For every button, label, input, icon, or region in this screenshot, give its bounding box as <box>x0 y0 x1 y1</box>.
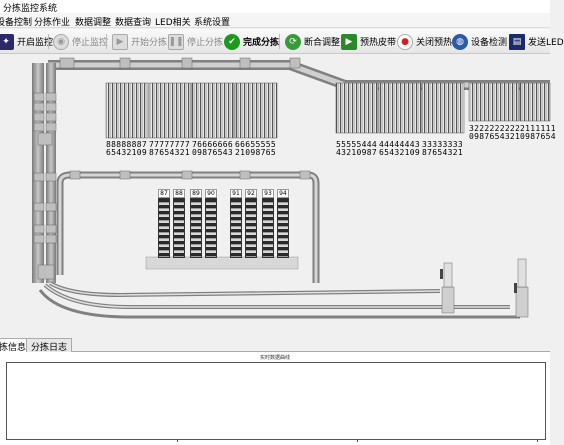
preheat-belt-button[interactable]: ▶ 预热皮带 <box>341 32 396 51</box>
menu-device-control[interactable]: 设备控制 <box>0 18 33 28</box>
sorter-tower-2 <box>514 258 529 318</box>
menu-sorting-job[interactable]: 分拣作业 <box>34 18 71 28</box>
device-check-label: 设备检测 <box>471 38 508 48</box>
stop-monitor-label: 停止监控 <box>72 38 109 48</box>
menu-led[interactable]: LED相关 <box>155 18 191 28</box>
stop-preheat-label: 关闭预热 <box>416 38 453 48</box>
send-led-label: 发送LED <box>528 38 564 48</box>
slot-93[interactable]: 93 <box>262 189 274 258</box>
start-monitor-label: 开启监控 <box>17 38 54 48</box>
finish-sorting-button[interactable]: ✔ 完成分拣 <box>224 32 279 51</box>
start-sorting-label: 开始分拣 <box>131 38 168 48</box>
stop-sorting-button[interactable]: ❚❚ 停止分拣 <box>168 32 223 51</box>
adjust-button[interactable]: ⟳ 断合调整 <box>285 32 340 51</box>
title-bar: 分拣监控系统 <box>0 0 550 14</box>
slot-group: 87 88 89 90 91 92 93 94 <box>158 189 290 259</box>
globe-icon: ◍ <box>452 33 468 50</box>
x-tick <box>537 439 538 442</box>
slot-90[interactable]: 90 <box>205 189 217 258</box>
slot-88[interactable]: 88 <box>173 189 185 258</box>
pause-icon: ❚❚ <box>168 33 184 50</box>
x-tick <box>357 439 358 442</box>
tab-sorting-log[interactable]: 分拣日志 <box>26 338 73 353</box>
menu-system-settings[interactable]: 系统设置 <box>194 18 231 28</box>
toolbar: ✦ 开启监控 ◉ 停止监控 ▶ 开始分拣 ❚❚ 停止分拣 ✔ 完成分拣 ⟳ 断合… <box>0 29 564 54</box>
menu-bar: 设备控制 分拣作业 数据调整 数据查询 LED相关 系统设置 <box>0 13 550 28</box>
slot-94[interactable]: 94 <box>277 189 289 258</box>
window-title: 分拣监控系统 <box>3 4 58 14</box>
send-led-button[interactable]: ▤ 发送LED <box>509 32 564 51</box>
preheat-belt-label: 预热皮带 <box>360 38 397 48</box>
stop-monitor-button[interactable]: ◉ 停止监控 <box>53 32 108 51</box>
stop-circle-icon: ◉ <box>53 33 69 50</box>
sorter-tower-1 <box>440 262 455 314</box>
play-icon: ▶ <box>112 33 128 50</box>
menu-data-query[interactable]: 数据查询 <box>115 18 152 28</box>
menu-data-adjust[interactable]: 数据调整 <box>75 18 112 28</box>
device-check-button[interactable]: ◍ 设备检测 <box>452 32 507 51</box>
stop-sorting-label: 停止分拣 <box>187 38 224 48</box>
slot-91[interactable]: 91 <box>230 189 242 258</box>
record-icon: ● <box>397 33 413 50</box>
check-icon: ✔ <box>224 33 240 50</box>
play-icon: ▶ <box>341 33 357 50</box>
chart-plot-area <box>6 362 546 442</box>
x-tick <box>177 439 178 442</box>
led-screen-icon: ▤ <box>509 33 525 50</box>
start-monitor-button[interactable]: ✦ 开启监控 <box>0 32 53 51</box>
finish-sorting-label: 完成分拣 <box>243 38 280 48</box>
chart-panel: 实时数据曲线 <box>0 352 550 445</box>
slot-87[interactable]: 87 <box>158 189 170 258</box>
slot-89[interactable]: 89 <box>190 189 202 258</box>
bottom-tab-bar: 拣信息 分拣日志 <box>0 337 550 353</box>
start-sorting-button[interactable]: ▶ 开始分拣 <box>112 32 167 51</box>
conveyor-diagram <box>32 57 551 319</box>
refresh-icon: ⟳ <box>285 33 301 50</box>
stop-preheat-button[interactable]: ● 关闭预热 <box>397 32 452 51</box>
chart-title: 实时数据曲线 <box>259 355 290 361</box>
monitor-start-icon: ✦ <box>0 33 14 50</box>
adjust-label: 断合调整 <box>304 38 341 48</box>
slot-92[interactable]: 92 <box>245 189 257 258</box>
